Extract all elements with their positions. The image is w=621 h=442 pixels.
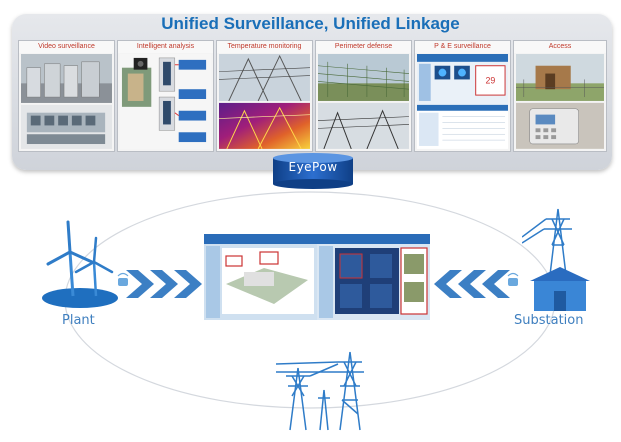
- tile-label: Temperature monitoring: [217, 41, 312, 53]
- software-screen: 29: [417, 54, 508, 149]
- thermal-photo: [219, 54, 310, 149]
- eyepow-database-icon: [273, 153, 353, 189]
- wireless-sensor-icon: [117, 272, 129, 286]
- tile-access: Access: [513, 40, 607, 152]
- fence-photo: [318, 54, 409, 149]
- tile-intelligent-analysis: Intelligent analysis: [117, 40, 214, 152]
- tile-video-surveillance: Video surveillance: [18, 40, 115, 152]
- wireless-sensor-icon: [507, 272, 519, 286]
- substation-icon: [522, 208, 590, 311]
- access-photo: [516, 54, 604, 149]
- arrow-left-icon: [434, 270, 510, 298]
- tile-pe-surveillance: P & E surveillance 29: [414, 40, 511, 152]
- tile-label: P & E surveillance: [415, 41, 510, 53]
- tile-label: Access: [514, 41, 606, 53]
- tile-label: Perimeter defense: [316, 41, 411, 53]
- monitoring-software-screens: [204, 234, 430, 320]
- analysis-photo: [120, 54, 211, 149]
- svg-text:29: 29: [485, 75, 495, 85]
- substation-label: Substation: [514, 313, 584, 328]
- tile-label: Video surveillance: [19, 41, 114, 53]
- banner-title: Unified Surveillance, Unified Linkage: [161, 14, 460, 33]
- tile-perimeter-defense: Perimeter defense: [315, 40, 412, 152]
- eyepow-label: EyePow: [288, 160, 338, 174]
- transmission-tower-icon: [276, 351, 364, 431]
- wind-turbine-icon: [42, 220, 118, 308]
- tile-temperature-monitoring: Temperature monitoring: [216, 40, 313, 152]
- switchgear-photo: [21, 54, 112, 149]
- plant-label: Plant: [62, 313, 95, 328]
- arrow-right-icon: [126, 270, 202, 298]
- tile-label: Intelligent analysis: [118, 41, 213, 53]
